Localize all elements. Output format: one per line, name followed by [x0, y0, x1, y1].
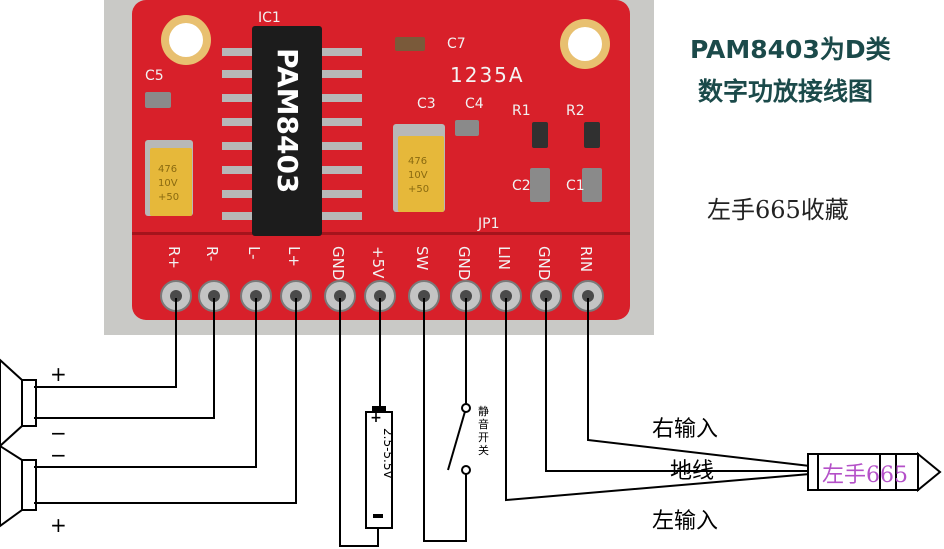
wire-l-minus — [34, 298, 257, 468]
pin-label: SW — [413, 246, 431, 271]
resistor-r1 — [532, 122, 548, 148]
caption-line-2: 数字功放接线图 — [698, 77, 874, 106]
r2-label: R2 — [566, 103, 585, 119]
wires — [34, 298, 811, 547]
svg-text:+50: +50 — [408, 184, 429, 195]
ic1-label: IC1 — [258, 10, 281, 26]
wire-gnd-audio — [545, 298, 810, 472]
caption-line-1: PAM8403为D类 — [690, 35, 891, 64]
battery: + 2.5-5.5V — [365, 406, 395, 529]
pin-pads — [160, 280, 604, 312]
svg-text:10V: 10V — [408, 170, 428, 181]
mounting-hole-left — [161, 15, 211, 65]
wire-lin — [505, 298, 811, 502]
r1-label: R1 — [512, 103, 531, 119]
pcb-divider — [132, 232, 630, 235]
svg-text:10V: 10V — [158, 178, 178, 189]
switch-lever — [447, 407, 467, 471]
switch-label: 静音开关 — [478, 405, 489, 457]
pin-label: GND — [329, 246, 347, 280]
pin-label: L+ — [285, 246, 303, 267]
component-c1 — [582, 168, 602, 202]
resistor-r2 — [584, 122, 600, 148]
plug-label: 左手665 — [822, 463, 908, 488]
mounting-hole-right — [560, 19, 610, 69]
pin-label: GND — [455, 246, 473, 280]
c4-label: C4 — [465, 96, 484, 112]
label-ground: 地线 — [670, 459, 714, 484]
pin-label: R- — [203, 246, 221, 261]
pin-label: R+ — [165, 246, 183, 269]
component-c7 — [395, 37, 425, 51]
svg-text:476: 476 — [408, 156, 427, 167]
component-c5 — [145, 92, 171, 108]
wire-rin — [587, 298, 811, 467]
pin-pad — [490, 280, 522, 312]
chip-label: PAM8403 — [271, 48, 304, 193]
credit-text: 左手665收藏 — [707, 196, 849, 224]
pin-label: L- — [245, 246, 263, 260]
speaker-bottom-minus: − — [50, 443, 67, 467]
jp1-label: JP1 — [477, 216, 499, 232]
audio-jack-plug: 左手665 — [807, 451, 942, 493]
c2-label: C2 — [512, 178, 531, 194]
c5-label: C5 — [145, 68, 164, 84]
c7-label: C7 — [447, 36, 466, 52]
battery-label: 2.5-5.5V — [381, 428, 395, 479]
label-left-input: 左输入 — [652, 509, 718, 534]
component-c2 — [530, 168, 550, 202]
tantalum-cap-left: 476 10V +50 — [145, 140, 193, 216]
c3-label: C3 — [417, 96, 436, 112]
pin-label: RIN — [577, 246, 595, 272]
svg-text:+: + — [370, 410, 382, 426]
speaker-top-minus: − — [50, 421, 67, 445]
wire-gnd-power — [339, 298, 379, 547]
speaker-bottom-plus: + — [50, 513, 67, 537]
label-right-input: 右输入 — [652, 417, 718, 442]
pin-labels: R+ R- L- L+ GND +5V SW GND LIN GND RIN — [165, 246, 595, 280]
pam8403-chip — [252, 26, 322, 236]
wire-l-plus — [34, 298, 297, 504]
wire-r-minus — [34, 298, 215, 419]
tantalum-cap-right: 476 10V +50 — [393, 124, 445, 212]
wire-sw — [423, 298, 467, 542]
component-c4 — [455, 120, 479, 136]
pin-label: +5V — [369, 246, 387, 279]
speaker-top-plus: + — [50, 362, 67, 386]
speaker-bottom — [0, 444, 37, 528]
pin-pad — [450, 280, 482, 312]
pin-label: LIN — [495, 246, 513, 270]
svg-text:+50: +50 — [158, 192, 179, 203]
chip-leads — [222, 48, 362, 220]
switch-contact-bottom — [461, 465, 471, 475]
wire-r-plus — [34, 298, 177, 388]
pin-pad — [280, 280, 312, 312]
c1-label: C1 — [566, 178, 585, 194]
silk-code: 1235A — [450, 63, 525, 87]
speaker-top — [0, 358, 37, 448]
switch-contact-top — [461, 403, 471, 413]
pin-label: GND — [535, 246, 553, 280]
svg-text:476: 476 — [158, 164, 177, 175]
